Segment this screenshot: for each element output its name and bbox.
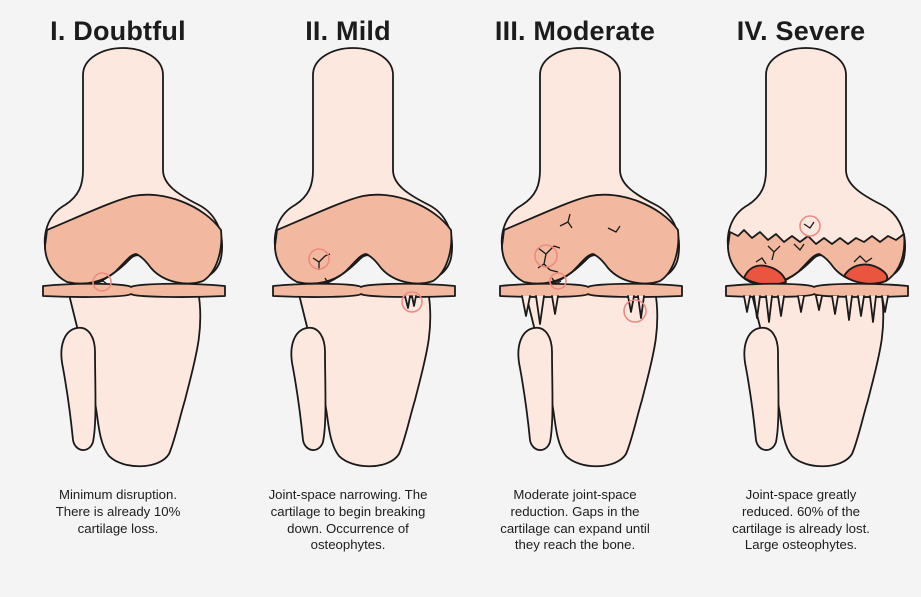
stage-description: Minimum disruption. There is already 10%… [13,487,223,537]
description-line: Moderate joint-space [470,487,680,504]
description-line: cartilage to begin breaking [243,504,453,521]
tibial-cartilage [43,284,225,297]
description-line: reduced. 60% of the [696,504,906,521]
description-line: cartilage is already lost. [696,521,906,538]
description-line: reduction. Gaps in the [470,504,680,521]
description-line: Minimum disruption. [13,487,223,504]
stage-mild-panel: II. Mild Joint-space narrowing. The cart… [233,0,463,597]
stage-description: Moderate joint-space reduction. Gaps in … [470,487,680,554]
description-line: Joint-space narrowing. The [243,487,453,504]
description-line: they reach the bone. [470,537,680,554]
stage-doubtful-panel: I. Doubtful Minimum disruption. There is… [3,0,233,597]
description-line: cartilage can expand until [470,521,680,538]
description-line: osteophytes. [243,537,453,554]
tibial-cartilage [500,284,682,297]
tibial-cartilage [273,284,455,297]
description-line: down. Occurrence of [243,521,453,538]
tibial-cartilage [726,284,908,297]
fibula-bone [744,328,778,450]
description-line: Large osteophytes. [696,537,906,554]
fibula-bone [61,328,95,450]
stage-description: Joint-space narrowing. The cartilage to … [243,487,453,554]
fibula-bone [291,328,325,450]
description-line: There is already 10% [13,504,223,521]
stage-moderate-panel: III. Moderate Moderate joint-sp [460,0,690,597]
description-line: Joint-space greatly [696,487,906,504]
fibula-bone [518,328,552,450]
stage-description: Joint-space greatly reduced. 60% of the … [696,487,906,554]
stage-severe-panel: IV. Severe [686,0,916,597]
description-line: cartilage loss. [13,521,223,538]
